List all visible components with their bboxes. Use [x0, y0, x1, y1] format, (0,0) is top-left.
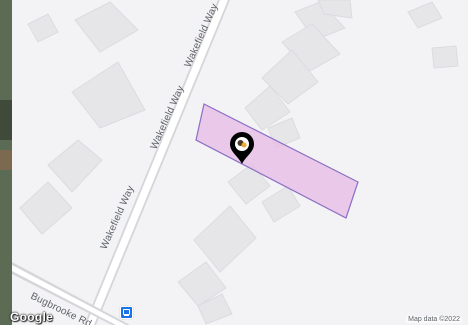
pin-logo-accent — [241, 142, 247, 148]
buildings — [19, 0, 459, 325]
building — [177, 261, 227, 307]
road-edge — [12, 262, 130, 325]
building — [317, 0, 353, 19]
building — [27, 13, 59, 43]
building — [244, 85, 291, 131]
building — [197, 293, 233, 325]
building — [227, 163, 271, 205]
building — [71, 61, 146, 129]
map-edge-strip-brown — [0, 150, 12, 170]
building — [19, 181, 73, 235]
building — [47, 139, 103, 193]
building — [193, 205, 257, 273]
location-pin-icon[interactable] — [230, 132, 254, 164]
road-wakefield-way — [84, 0, 230, 325]
map-attribution[interactable]: Map data ©2022 — [406, 316, 462, 323]
building — [407, 1, 443, 29]
highlighted-parcel[interactable] — [195, 103, 359, 219]
map-edge-strip-dark — [0, 100, 12, 140]
bus-stop-icon[interactable] — [120, 306, 133, 319]
building — [74, 1, 139, 53]
building — [261, 49, 319, 105]
road-surface — [12, 265, 126, 325]
building — [431, 45, 459, 69]
google-logo[interactable]: Google — [10, 310, 54, 324]
road-surface — [86, 0, 228, 325]
building — [261, 185, 301, 223]
road-bugbrooke-rd — [12, 262, 130, 325]
